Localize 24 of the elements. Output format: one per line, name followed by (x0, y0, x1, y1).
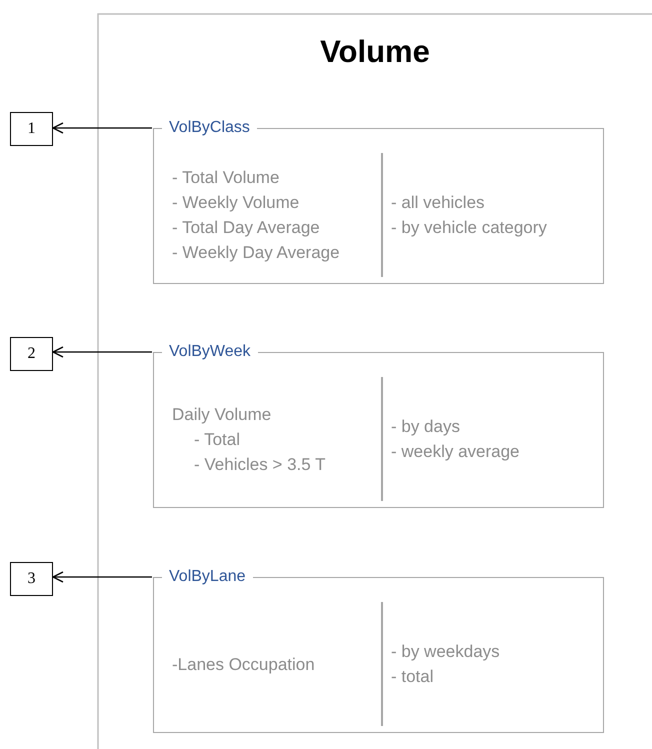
callout-number-box: 1 (10, 112, 53, 146)
list-item: - weekly average (391, 441, 521, 463)
list-item: - all vehicles (391, 192, 486, 214)
arrow (52, 346, 152, 358)
arrow (52, 122, 152, 134)
list-item: - Total Day Average (172, 217, 321, 239)
list-item: - Total Volume (172, 167, 280, 189)
list-item: - by weekdays (391, 641, 501, 663)
list-item: - by vehicle category (391, 217, 548, 239)
list-item: - Weekly Volume (172, 192, 300, 214)
callout-number-box: 3 (10, 562, 53, 596)
arrow (52, 571, 152, 583)
list-item: - by days (391, 416, 461, 438)
list-item: - Vehicles > 3.5 T (193, 454, 327, 476)
group-heading: VolByWeek (162, 342, 258, 362)
group-heading: VolByClass (162, 118, 257, 138)
callout-number-box: 2 (10, 337, 53, 371)
list-item: Daily Volume (172, 404, 272, 426)
group-heading: VolByLane (162, 567, 253, 587)
list-item: - total (391, 666, 435, 688)
list-item: -Lanes Occupation (172, 654, 316, 676)
list-item: - Weekly Day Average (172, 242, 341, 264)
page-title: Volume (319, 34, 431, 70)
list-item: - Total (193, 428, 241, 450)
